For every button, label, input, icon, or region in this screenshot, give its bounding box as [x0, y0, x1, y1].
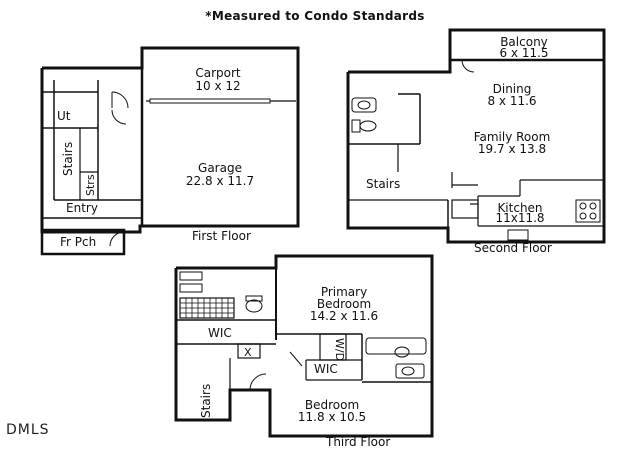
- third-stairs-label: Stairs: [199, 384, 213, 418]
- third-floor-plan: [174, 254, 434, 438]
- carport-dims: 10 x 12: [195, 79, 240, 93]
- entry-label: Entry: [66, 201, 98, 215]
- garage-dims: 22.8 x 11.7: [186, 174, 254, 188]
- carport-label: Carport: [195, 66, 241, 80]
- strs-label: Strs: [84, 174, 97, 196]
- second-floor-plan: [346, 28, 606, 244]
- first-floor-title: First Floor: [192, 229, 251, 243]
- condo-standards-note: *Measured to Condo Standards: [205, 9, 424, 23]
- garage-label: Garage: [198, 161, 242, 175]
- dining-dims: 8 x 11.6: [487, 94, 536, 108]
- third-floor-title: Third Floor: [325, 435, 390, 449]
- bedroom-label: Bedroom: [305, 398, 359, 412]
- primary-bedroom-label-1: Primary: [321, 285, 367, 299]
- primary-bedroom-label-2: Bedroom: [317, 297, 371, 311]
- primary-bedroom-dims: 14.2 x 11.6: [310, 309, 378, 323]
- dining-label: Dining: [493, 82, 532, 96]
- first-floor-plan: [40, 46, 300, 256]
- bedroom-dims: 11.8 x 10.5: [298, 410, 366, 424]
- third-floor-outer-wall: [174, 254, 434, 438]
- utility-label: Ut: [57, 109, 71, 123]
- wic-primary-label: WIC: [208, 326, 232, 340]
- first-floor-outer-wall: [40, 46, 300, 234]
- second-stairs-label: Stairs: [366, 177, 400, 191]
- balcony-dims: 6 x 11.5: [499, 46, 548, 60]
- kitchen-label: Kitchen: [497, 201, 542, 215]
- second-floor-title: Second Floor: [474, 241, 552, 255]
- wic-bedroom-label: WIC: [314, 362, 338, 376]
- kitchen-dims: 11x11.8: [495, 211, 544, 225]
- family-room-dims: 19.7 x 13.8: [478, 142, 546, 156]
- balcony-label: Balcony: [500, 35, 548, 49]
- family-room-label: Family Room: [474, 130, 551, 144]
- second-floor-outer-wall: [346, 28, 606, 244]
- washer-dryer-label: W/D: [333, 338, 346, 361]
- front-porch-outline: [40, 228, 126, 256]
- dmls-watermark: DMLS: [6, 422, 50, 438]
- first-stairs-label: Stairs: [61, 142, 75, 176]
- closet-x-label: X: [244, 346, 252, 359]
- front-porch-label: Fr Pch: [60, 235, 96, 249]
